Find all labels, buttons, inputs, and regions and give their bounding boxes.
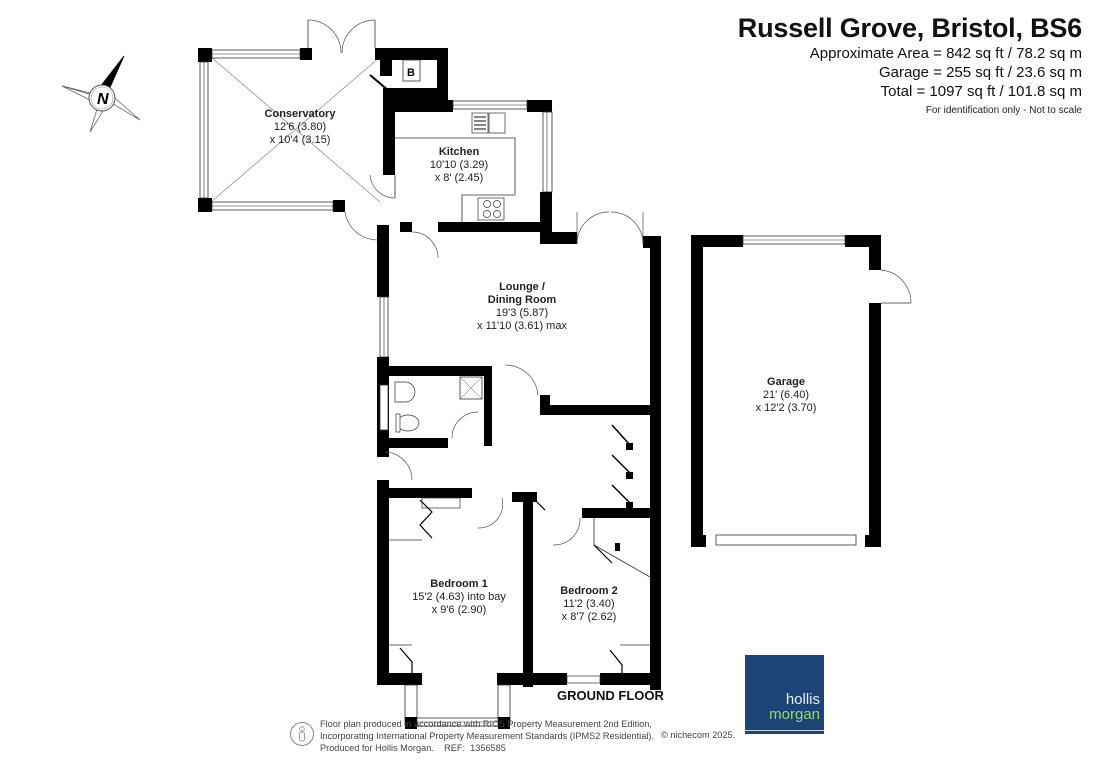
hall-cupboard [377, 424, 633, 509]
copyright-notice: © nichecom 2025. [661, 730, 736, 740]
garage-walls [691, 235, 912, 547]
total-area: Total = 1097 sq ft / 101.8 sq m [880, 83, 1082, 100]
bedroom1-walls [377, 488, 537, 729]
room-kitchen: Kitchen 10'10 (3.29) x 8' (2.45) [429, 146, 489, 184]
room-conservatory: Conservatory 12'6 (3.80) x 10'4 (3.15) [264, 108, 336, 146]
svg-text:N: N [97, 91, 109, 108]
footer-line-3: Produced for Hollis Morgan. REF: 1356585 [320, 743, 506, 753]
boiler-label: B [407, 67, 415, 79]
north-arrow-icon: N [61, 55, 141, 133]
room-garage: Garage 21' (6.40) x 12'2 (3.70) [755, 376, 817, 414]
logo-line-morgan: morgan [769, 706, 820, 723]
footer-line-2: Incorporating International Property Mea… [320, 731, 654, 741]
plan-header: Russell Grove, Bristol, BS6 Approximate … [738, 12, 1082, 116]
logo-underline [745, 730, 824, 731]
kitchen-walls [369, 100, 553, 259]
room-bedroom-2: Bedroom 2 11'2 (3.40) x 8'7 (2.62) [560, 585, 618, 623]
approximate-area: Approximate Area = 842 sq ft / 78.2 sq m [809, 45, 1082, 62]
footer-line-1: Floor plan produced in accordance with R… [320, 719, 652, 729]
room-lounge-dining: Lounge / Dining Room 19'3 (5.87) x 11'10… [477, 281, 567, 332]
bedroom2-walls [527, 410, 661, 690]
room-bedroom-1: Bedroom 1 15'2 (4.63) into bay x 9'6 (2.… [412, 578, 506, 616]
boiler-cupboard: B [369, 48, 448, 100]
hollis-morgan-logo: hollis morgan [745, 655, 824, 734]
person-icon [290, 722, 314, 746]
scale-disclaimer: For identification only - Not to scale [925, 105, 1082, 116]
shower-room [379, 366, 492, 448]
property-title: Russell Grove, Bristol, BS6 [737, 13, 1082, 43]
lounge-walls [377, 211, 661, 457]
conservatory-walls [198, 19, 381, 241]
plan-footer: Floor plan produced in accordance with R… [290, 718, 654, 754]
garage-area: Garage = 255 sq ft / 23.6 sq m [878, 64, 1082, 81]
logo-line-hollis: hollis [785, 691, 820, 708]
floor-label: GROUND FLOOR [557, 688, 664, 703]
